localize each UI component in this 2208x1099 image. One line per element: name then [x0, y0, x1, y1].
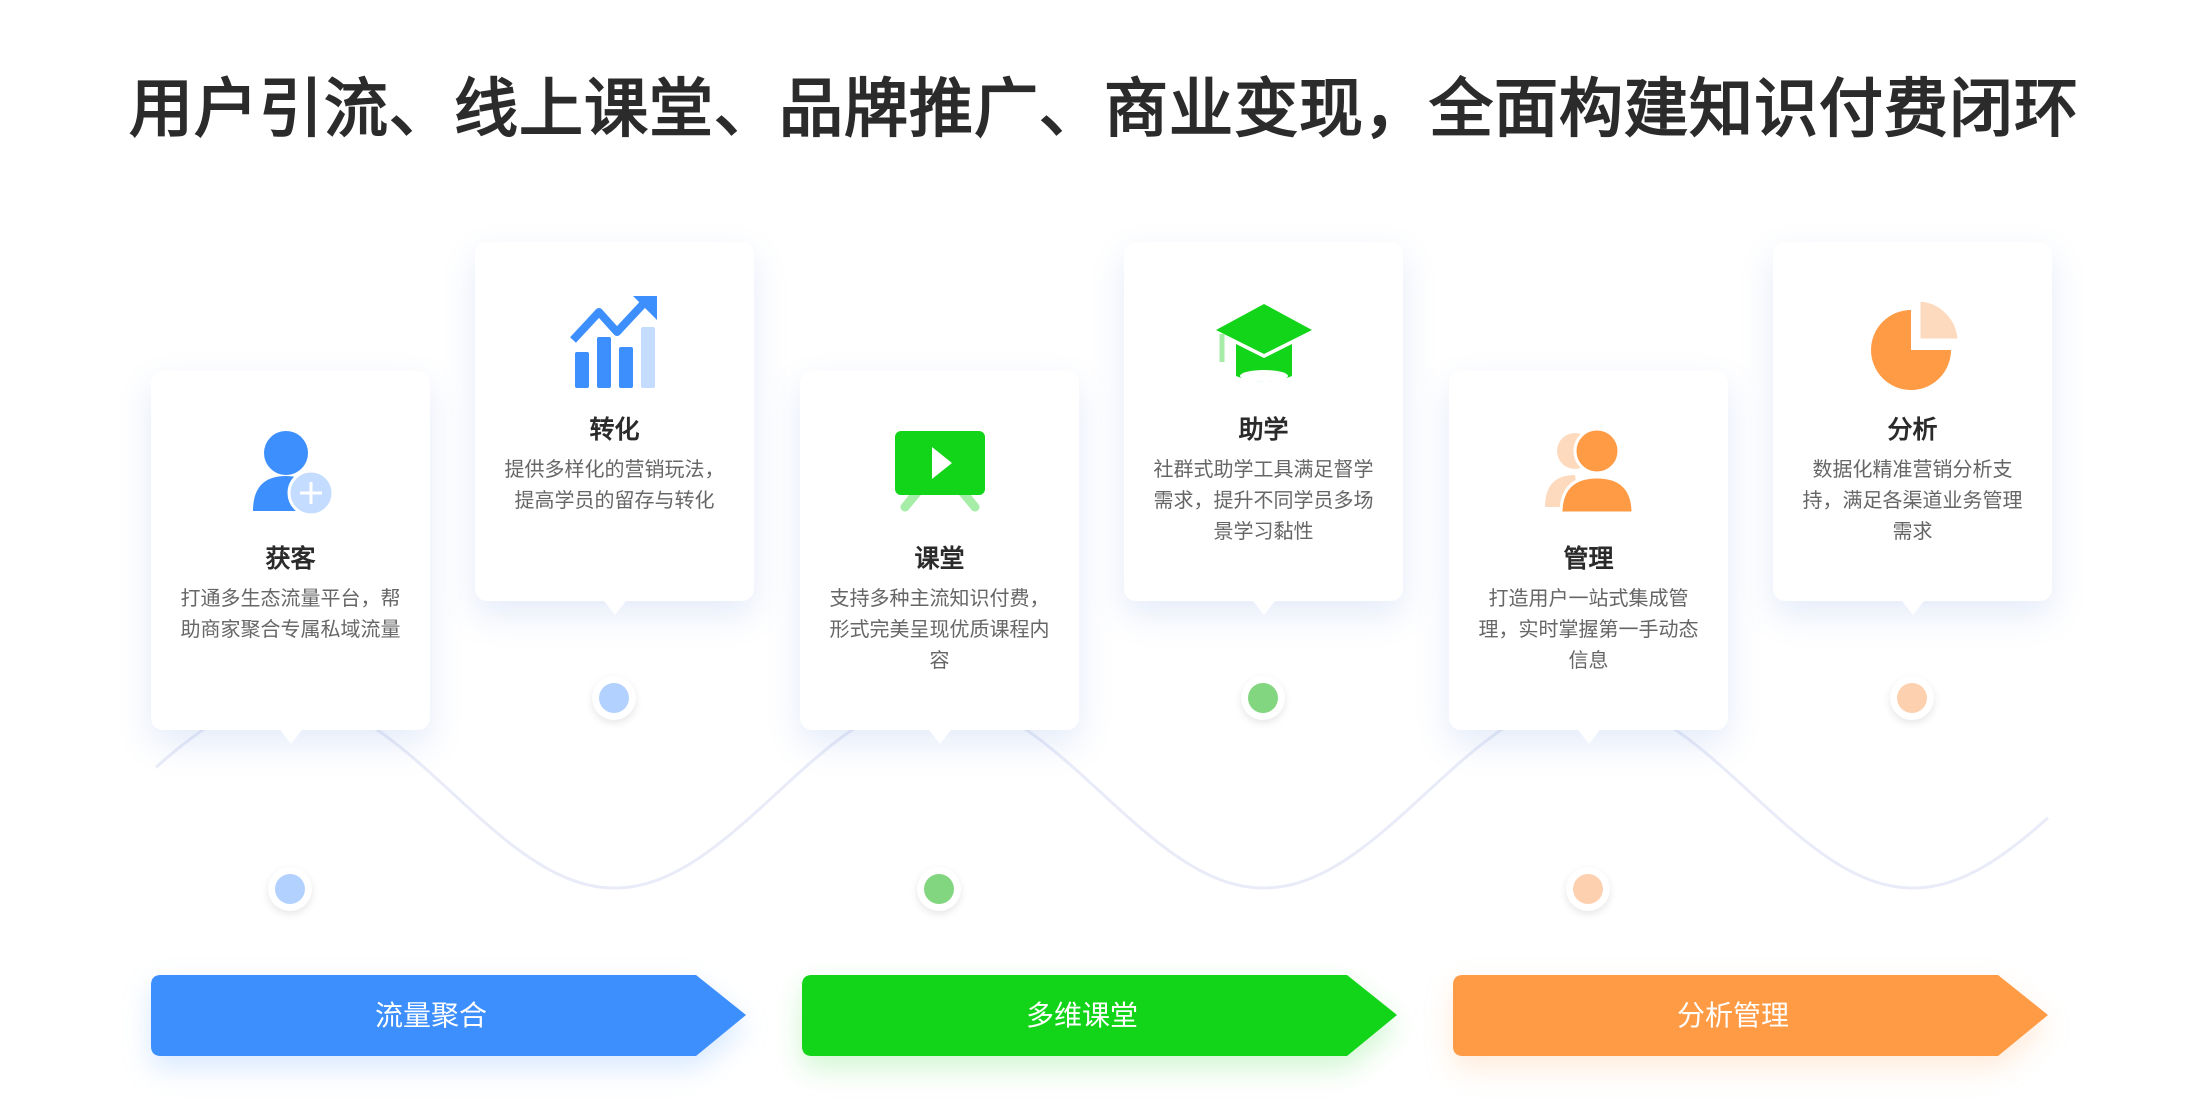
timeline-dot — [1890, 676, 1934, 720]
stage-label: 流量聚合 — [374, 999, 487, 1032]
card-title: 转化 — [589, 415, 640, 444]
timeline-dot — [1241, 676, 1285, 720]
feature-card-5: 分析 数据化精准营销分析支持，满足各渠道业务管理需求 — [1773, 242, 2052, 615]
timeline-dot — [917, 867, 961, 911]
stage-label: 分析管理 — [1676, 999, 1789, 1032]
users-icon — [1539, 421, 1639, 521]
card-title: 助学 — [1238, 415, 1289, 444]
card-description: 支持多种主流知识付费，形式完美呈现优质课程内容 — [829, 586, 1050, 672]
card-title: 课堂 — [914, 544, 965, 573]
stage-arrow-shape — [151, 975, 746, 1056]
video-screen-icon — [890, 421, 990, 521]
stage-banner-2: 分析管理 — [1453, 975, 2049, 1056]
card-title: 分析 — [1887, 415, 1938, 444]
card-description: 打通多生态流量平台，帮助商家聚合专属私域流量 — [180, 586, 401, 641]
card-title: 获客 — [265, 544, 316, 573]
feature-card-1: 转化 提供多样化的营销玩法，提高学员的留存与转化 — [475, 242, 754, 615]
stage-banner-1: 多维课堂 — [802, 975, 1398, 1056]
user-add-icon — [241, 421, 341, 521]
pie-chart-icon — [1863, 292, 1963, 392]
page-title: 用户引流、线上课堂、品牌推广、商业变现，全面构建知识付费闭环 — [129, 73, 2079, 147]
feature-card-4: 管理 打造用户一站式集成管理，实时掌握第一手动态信息 — [1449, 371, 1728, 744]
card-description: 打造用户一站式集成管理，实时掌握第一手动态信息 — [1478, 586, 1699, 672]
trend-chart-icon — [565, 292, 665, 392]
stage-arrow-shape — [1453, 975, 2048, 1056]
feature-card-0: 获客 打通多生态流量平台，帮助商家聚合专属私域流量 — [151, 371, 430, 744]
stage-label: 多维课堂 — [1025, 999, 1138, 1032]
stage-arrow-shape — [802, 975, 1397, 1056]
card-description: 社群式助学工具满足督学需求，提升不同学员多场景学习黏性 — [1153, 457, 1374, 543]
feature-card-2: 课堂 支持多种主流知识付费，形式完美呈现优质课程内容 — [800, 371, 1079, 744]
card-description: 数据化精准营销分析支持，满足各渠道业务管理需求 — [1802, 457, 2023, 543]
timeline-dot — [268, 867, 312, 911]
card-description: 提供多样化的营销玩法，提高学员的留存与转化 — [504, 457, 725, 512]
card-title: 管理 — [1563, 544, 1614, 573]
timeline-dot — [592, 676, 636, 720]
timeline-dot — [1566, 867, 1610, 911]
feature-card-3: 助学 社群式助学工具满足督学需求，提升不同学员多场景学习黏性 — [1124, 242, 1403, 615]
stage-banner-0: 流量聚合 — [151, 975, 747, 1056]
graduation-cap-icon — [1214, 292, 1314, 392]
